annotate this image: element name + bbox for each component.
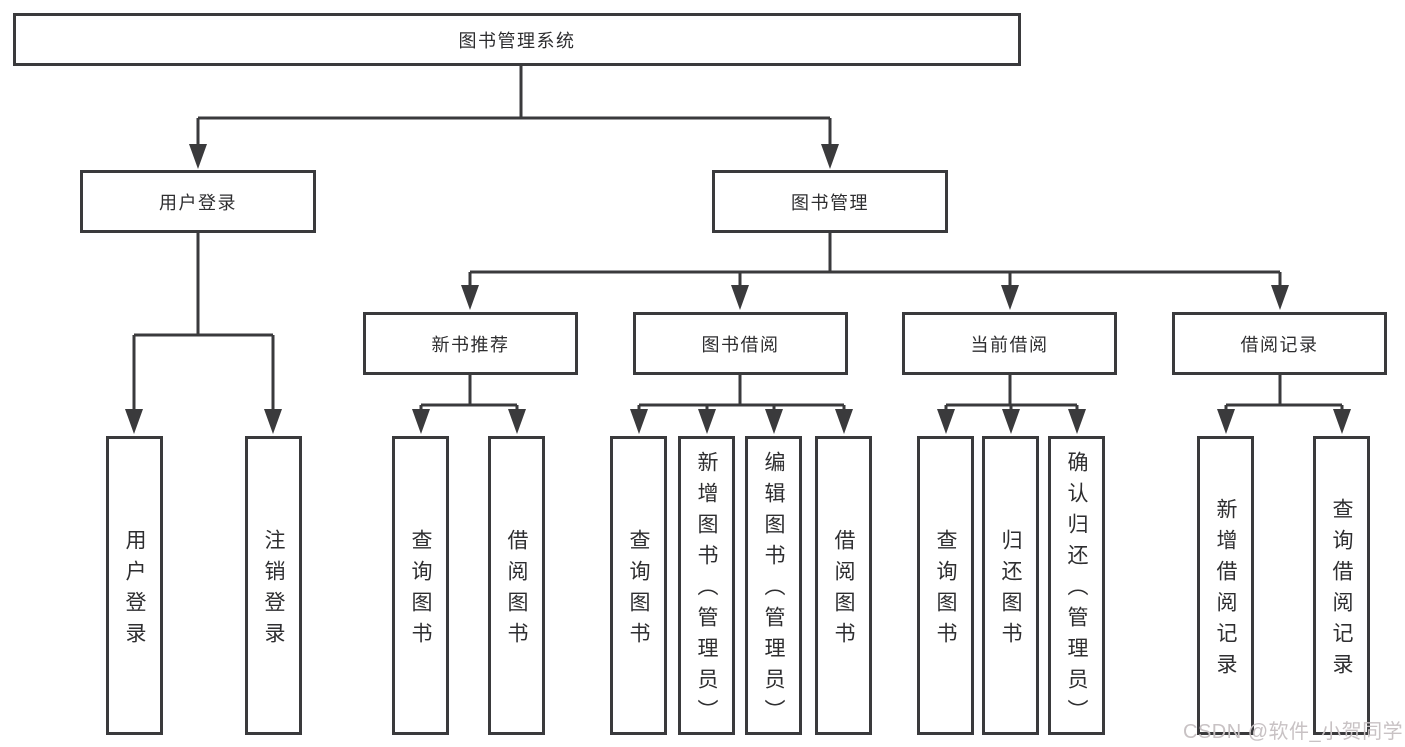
leaf-label: 确认归还（管理员） [1065, 451, 1088, 730]
leaf-label: 借阅图书 [832, 528, 855, 653]
leaf-label: 编辑图书（管理员） [762, 451, 785, 730]
leaf-label: 注销登录 [262, 528, 285, 653]
leaf-query-books-current: 查询图书 [917, 436, 974, 735]
edge-book-borrow-to-leaves [637, 375, 846, 414]
edge-root-to-level1 [196, 66, 832, 149]
leaf-label: 归还图书 [999, 528, 1022, 653]
node-library-management-system: 图书管理系统 [13, 13, 1021, 66]
node-label: 新书推荐 [431, 334, 510, 355]
leaf-add-borrow-record: 新增借阅记录 [1197, 436, 1254, 735]
leaf-label: 新增借阅记录 [1214, 497, 1237, 684]
arrowheads-level2 [461, 285, 1289, 310]
leaf-query-books-borrow: 查询图书 [610, 436, 667, 735]
arrowheads-level1 [189, 144, 839, 169]
node-label: 图书管理系统 [458, 30, 576, 51]
leaf-label: 查询图书 [934, 528, 957, 653]
leaf-query-borrow-record: 查询借阅记录 [1313, 436, 1370, 735]
node-user-login: 用户登录 [80, 170, 316, 233]
node-label: 图书管理 [791, 192, 869, 213]
node-borrowing-records: 借阅记录 [1172, 312, 1387, 375]
leaf-edit-book-admin: 编辑图书（管理员） [745, 436, 802, 735]
edge-new-book-to-leaves [419, 375, 519, 414]
node-label: 用户登录 [159, 192, 237, 213]
leaf-borrow-books-recommend: 借阅图书 [488, 436, 545, 735]
leaf-user-login: 用户登录 [106, 436, 163, 735]
leaf-logout: 注销登录 [245, 436, 302, 735]
node-book-borrowing: 图书借阅 [633, 312, 848, 375]
leaf-return-books: 归还图书 [982, 436, 1039, 735]
node-label: 图书借阅 [701, 334, 780, 355]
node-new-book-recommendation: 新书推荐 [363, 312, 578, 375]
leaf-query-books-recommend: 查询图书 [392, 436, 449, 735]
leaf-confirm-return-admin: 确认归还（管理员） [1048, 436, 1105, 735]
leaf-label: 查询图书 [627, 528, 650, 653]
edge-current-borrow-to-leaves [944, 375, 1079, 414]
node-label: 当前借阅 [970, 334, 1049, 355]
leaf-label: 查询图书 [409, 528, 432, 653]
leaf-label: 查询借阅记录 [1330, 497, 1353, 684]
csdn-watermark: CSDN @软件_小贺同学 [1183, 721, 1404, 743]
connector-edges [132, 66, 1344, 414]
leaf-label: 新增图书（管理员） [695, 451, 718, 730]
edge-book-mgmt-to-level2 [468, 233, 1282, 291]
arrowheads-leaves [125, 409, 1351, 434]
leaf-borrow-books: 借阅图书 [815, 436, 872, 735]
node-current-borrowing: 当前借阅 [902, 312, 1117, 375]
node-label: 借阅记录 [1240, 334, 1319, 355]
leaf-label: 用户登录 [123, 528, 146, 653]
leaf-add-book-admin: 新增图书（管理员） [678, 436, 735, 735]
connector-arrowheads [125, 144, 1351, 434]
edge-user-login-to-leaves [132, 233, 275, 414]
edge-borrow-records-to-leaves [1224, 375, 1344, 414]
leaf-label: 借阅图书 [505, 528, 528, 653]
node-book-management: 图书管理 [712, 170, 948, 233]
